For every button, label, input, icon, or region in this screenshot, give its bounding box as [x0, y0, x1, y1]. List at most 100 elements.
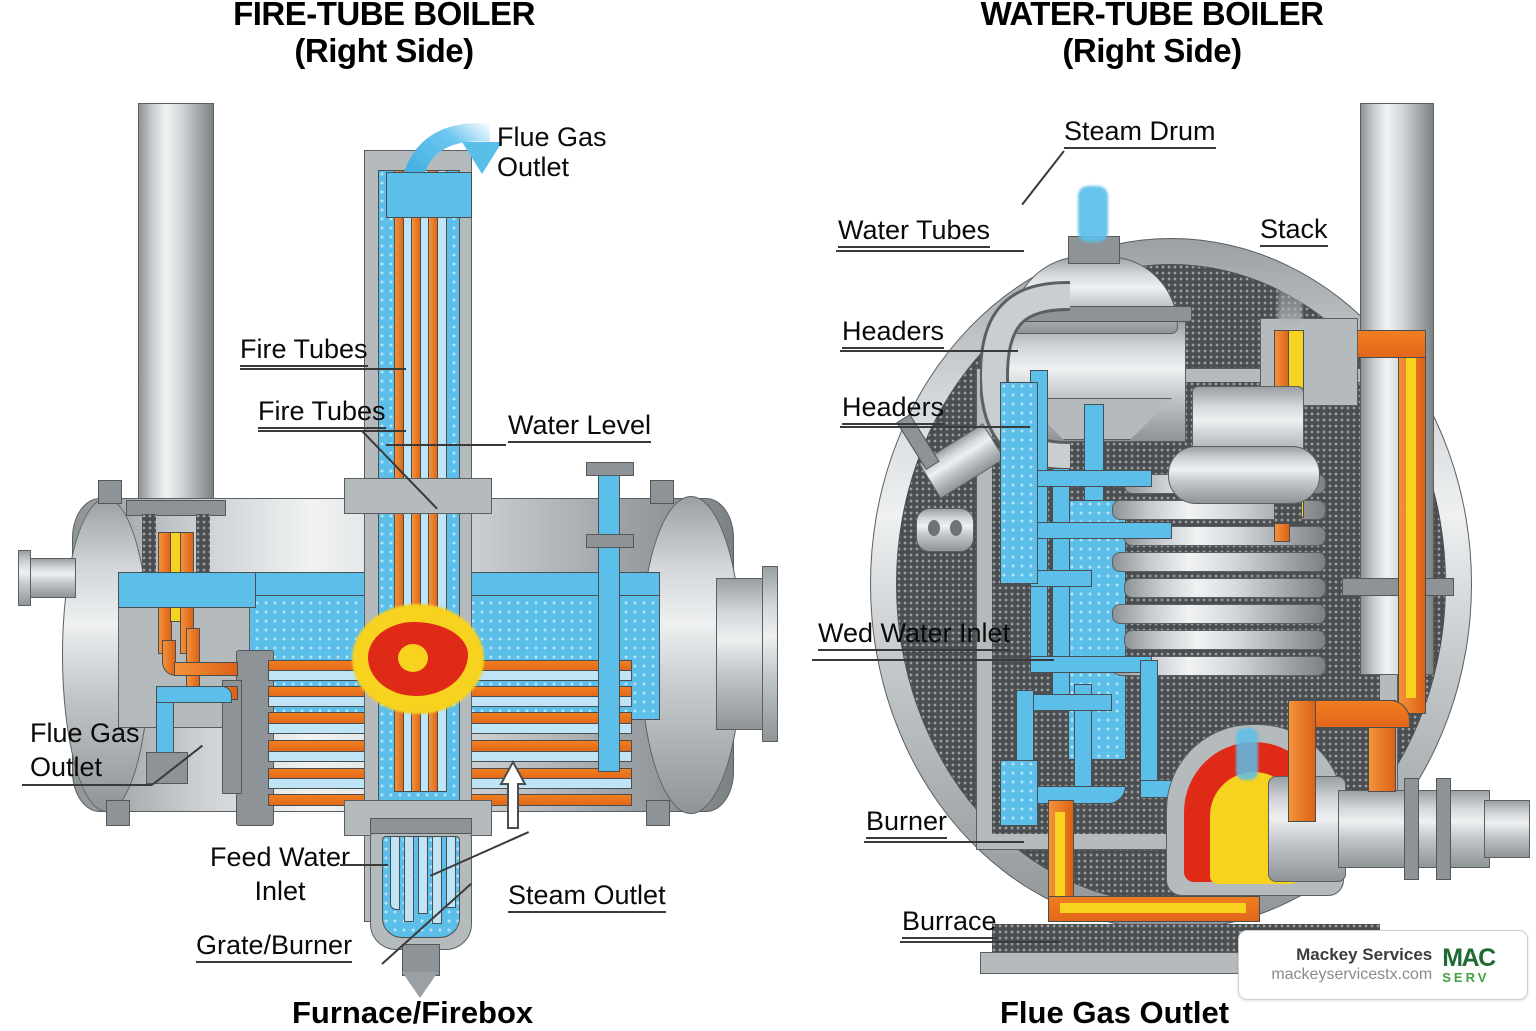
label-steam-drum: Steam Drum — [1064, 116, 1216, 149]
feedwater-outlet-flange — [146, 752, 188, 784]
right-title-line2: (Right Side) — [1062, 32, 1242, 69]
grate-burner-tip-icon — [402, 972, 438, 998]
leader-water-level — [386, 444, 506, 446]
label-feed-water-inlet-line2: Inlet — [254, 876, 306, 906]
label-flue-gas-outlet-top-line1: Flue Gas — [497, 122, 607, 152]
label-steam-drum-text: Steam Drum — [1064, 116, 1216, 149]
label-water-tubes: Water Tubes — [838, 215, 991, 248]
label-steam-outlet-text: Steam Outlet — [508, 880, 666, 913]
label-feed-water-inlet: Feed Water Inlet — [180, 840, 380, 908]
leader-feed-water-inlet — [340, 864, 388, 866]
label-furnace-right-text: Burrace — [902, 906, 997, 939]
leader-burner — [864, 841, 1024, 843]
inspection-port — [916, 508, 974, 552]
left-title-line1: FIRE-TUBE BOILER — [233, 0, 535, 32]
shell-bottom-foot-left — [106, 800, 130, 826]
label-burner: Burner — [866, 806, 948, 839]
leader-fire-tubes-upper — [240, 368, 406, 370]
inspection-port-hole-left — [928, 520, 940, 536]
label-headers-lower-text: Headers — [842, 392, 945, 425]
steam-drum-steam-jet — [1078, 186, 1108, 242]
shell-bottom-foot-right — [646, 800, 670, 826]
right-nozzle-flange — [762, 566, 778, 742]
label-feed-water-inlet-right-text: Wed Water Inlet — [818, 618, 1011, 651]
label-feed-water-inlet-right: Wed Water Inlet — [818, 618, 1011, 651]
fire-tube-boiler-panel: FIRE-TUBE BOILER (Right Side) — [0, 0, 778, 1030]
grate-burner-neck — [402, 944, 440, 976]
right-panel-title: WATER-TUBE BOILER (Right Side) — [768, 0, 1536, 70]
flue-gas-outlet-arrow-icon — [386, 112, 516, 204]
gauge-glass-top-flange — [586, 462, 634, 476]
mackey-logo-icon: MAC SERV — [1442, 944, 1496, 985]
label-steam-outlet: Steam Outlet — [508, 880, 666, 913]
label-fire-tubes-upper-text: Fire Tubes — [240, 334, 368, 367]
label-flue-gas-outlet-top: Flue Gas Outlet — [497, 122, 607, 182]
label-stack-text: Stack — [1260, 214, 1328, 247]
label-flue-gas-outlet-left-line1: Flue Gas — [30, 718, 140, 748]
inspection-port-hole-right — [950, 520, 962, 536]
left-title-line2: (Right Side) — [294, 32, 474, 69]
label-furnace-right: Burrace — [902, 906, 997, 939]
water-tube-boiler-panel: WATER-TUBE BOILER (Right Side) — [768, 0, 1536, 1030]
leader-furnace-right — [900, 941, 1060, 943]
watermark-badge[interactable]: Mackey Services mackeyservicestx.com MAC… — [1238, 930, 1528, 1000]
watermark-company: Mackey Services — [1296, 945, 1433, 964]
gauge-glass-mid-flange — [586, 534, 634, 548]
leader-headers-upper — [840, 350, 1018, 352]
leader-fire-tubes-lower — [258, 430, 406, 432]
label-water-tubes-text: Water Tubes — [838, 215, 991, 248]
left-bottom-caption: Furnace/Firebox — [292, 995, 534, 1030]
watermark-url[interactable]: mackeyservicestx.com — [1271, 966, 1433, 983]
label-fire-tubes-lower: Fire Tubes — [258, 396, 386, 429]
smokebox-water-pocket — [118, 572, 256, 608]
gauge-glass-column — [598, 466, 620, 772]
leader-headers-lower — [840, 426, 1030, 428]
steam-outlet-arrow-icon — [498, 760, 527, 829]
label-grate-burner: Grate/Burner — [196, 930, 353, 963]
watermark-logo-line1: MAC — [1442, 944, 1496, 972]
right-bottom-caption: Flue Gas Outlet — [1000, 995, 1230, 1030]
riser-upper-flange — [344, 478, 492, 514]
riser-bottom-plate — [370, 818, 472, 834]
watermark-logo-line2: SERV — [1442, 970, 1490, 985]
label-burner-text: Burner — [866, 806, 948, 839]
water-tube-boiler-diagram — [768, 0, 1536, 1024]
left-stack-pipe — [138, 103, 214, 505]
smokebox-hot-riser-b — [186, 628, 200, 688]
right-title-line1: WATER-TUBE BOILER — [980, 0, 1324, 32]
stack-base-flange — [126, 500, 226, 516]
leader-feed-water-inlet-right — [812, 659, 1054, 661]
label-flue-gas-outlet-top-line2: Outlet — [497, 152, 570, 182]
label-stack: Stack — [1260, 214, 1328, 247]
leader-flue-gas-outlet-left-underline — [22, 784, 152, 786]
burner-barrel-flange-b — [1436, 778, 1451, 880]
label-fire-tubes-upper: Fire Tubes — [240, 334, 368, 367]
shell-top-nozzle-left — [98, 480, 122, 504]
label-headers-lower: Headers — [842, 392, 945, 425]
watermark-text: Mackey Services mackeyservicestx.com — [1271, 945, 1432, 985]
fire-tube-boiler-diagram — [0, 0, 778, 1024]
label-feed-water-inlet-line1: Feed Water — [209, 842, 351, 872]
label-flue-gas-outlet-left-line2: Outlet — [30, 752, 103, 782]
burner-end-cap — [1484, 800, 1530, 858]
feedwater-top-branch — [156, 686, 232, 703]
left-nozzle-flange — [18, 550, 31, 606]
label-water-level: Water Level — [508, 410, 652, 443]
tubesheet-collar — [222, 680, 242, 794]
side-duct-elbow — [1168, 446, 1320, 504]
label-water-level-text: Water Level — [508, 410, 652, 443]
label-headers-upper: Headers — [842, 316, 945, 349]
riser-top-flue-box — [386, 172, 472, 218]
label-headers-upper-text: Headers — [842, 316, 945, 349]
label-grate-burner-text: Grate/Burner — [196, 930, 353, 963]
burner-air-jet — [1236, 728, 1258, 780]
shell-top-nozzle-right — [650, 480, 674, 504]
burner-barrel-flange-a — [1404, 778, 1419, 880]
tubesheet-plate — [236, 650, 274, 826]
label-flue-gas-outlet-left: Flue Gas Outlet — [30, 716, 210, 784]
label-fire-tubes-lower-text: Fire Tubes — [258, 396, 386, 429]
leader-water-tubes — [836, 250, 1024, 252]
smokebox-hot-curve — [174, 662, 238, 676]
flame-inner-yellow — [398, 644, 428, 672]
left-panel-title: FIRE-TUBE BOILER (Right Side) — [0, 0, 768, 70]
